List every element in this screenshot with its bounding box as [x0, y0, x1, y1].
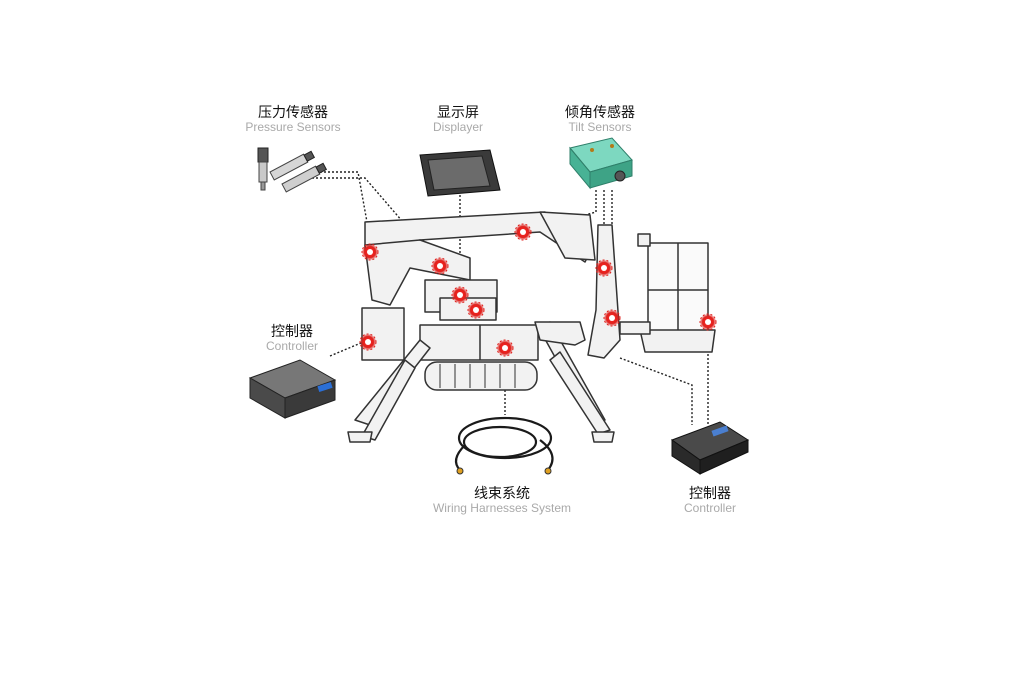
- marker: [603, 309, 621, 327]
- label-wiring-harness: 线束系统 Wiring Harnesses System: [418, 486, 586, 516]
- left-foot: [347, 431, 373, 443]
- marker: [699, 313, 717, 331]
- left-box: [361, 307, 405, 361]
- marker: [451, 286, 469, 304]
- ecu-controller-icon: [670, 421, 750, 475]
- rear-plate: [534, 321, 586, 346]
- label-zh: 显示屏: [437, 105, 479, 121]
- marker: [467, 301, 485, 319]
- track-links: [439, 364, 516, 388]
- basket-bracket: [619, 321, 651, 335]
- sensor-markers: [359, 223, 717, 357]
- display-panel-icon: [419, 149, 501, 197]
- right-foot: [591, 431, 615, 443]
- label-en: Pressure Sensors: [245, 120, 341, 135]
- label-zh: 控制器: [689, 486, 731, 502]
- marker: [361, 243, 379, 261]
- leader-ctrl-left: [329, 339, 369, 357]
- left-outrigger-rear: [361, 359, 416, 441]
- pressure-sensor-icon: [257, 147, 328, 193]
- label-zh: 控制器: [271, 324, 313, 340]
- wiring-harness-icon: [454, 416, 554, 475]
- label-en: Controller: [265, 339, 319, 354]
- label-zh: 线束系统: [474, 486, 530, 502]
- label-controller-left: 控制器 Controller: [240, 324, 344, 354]
- marker: [431, 257, 449, 275]
- spider-lift: [347, 211, 716, 443]
- chassis: [419, 324, 539, 361]
- controller-box-icon: [248, 359, 337, 419]
- marker: [359, 333, 377, 351]
- label-tilt-sensors: 倾角传感器 Tilt Sensors: [540, 105, 660, 135]
- marker: [595, 259, 613, 277]
- label-en: Tilt Sensors: [568, 120, 632, 135]
- label-pressure-sensors: 压力传感器 Pressure Sensors: [232, 105, 354, 135]
- label-en: Controller: [683, 501, 737, 516]
- label-en: Displayer: [432, 120, 483, 135]
- label-displayer: 显示屏 Displayer: [408, 105, 508, 135]
- basket-floor: [639, 329, 716, 353]
- right-outrigger-rear: [549, 351, 611, 435]
- marker: [496, 339, 514, 357]
- label-controller-right: 控制器 Controller: [660, 486, 760, 516]
- label-zh: 压力传感器: [258, 105, 328, 121]
- tilt-sensor-icon: [569, 137, 633, 190]
- label-en: Wiring Harnesses System: [432, 501, 572, 516]
- crawler-track: [424, 361, 538, 391]
- leader-pressure-1: [312, 171, 373, 251]
- leader-ctrl-right-2: [619, 357, 693, 425]
- basket-top-rail: [637, 233, 651, 247]
- marker: [514, 223, 532, 241]
- turret-cap: [439, 297, 497, 321]
- label-zh: 倾角传感器: [565, 105, 635, 121]
- boom-head: [539, 211, 596, 261]
